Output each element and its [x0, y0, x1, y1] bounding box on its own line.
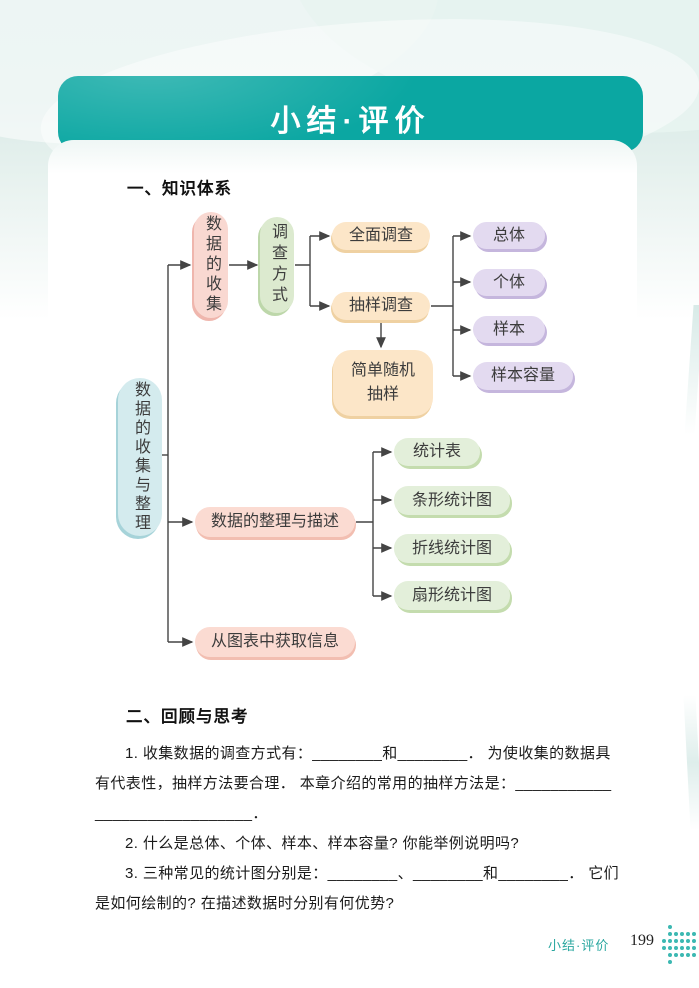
- node-population: 总体: [473, 222, 545, 249]
- node-census-survey: 全面调查: [332, 222, 430, 250]
- node-get-info-from-charts: 从图表中获取信息: [195, 627, 355, 657]
- node-data-collection-and-organization: 数据的收集与整理: [118, 378, 162, 536]
- question-1-line-1: 1. 收集数据的调查方式有：________和________． 为使收集的数据…: [125, 745, 611, 762]
- question-3-line-1: 3. 三种常见的统计图分别是：________、________和_______…: [125, 865, 620, 882]
- question-2: 2. 什么是总体、个体、样本、样本容量? 你能举例说明吗?: [125, 835, 520, 852]
- node-survey-method: 调查方式: [260, 217, 294, 313]
- footer-page-number: 199: [630, 932, 654, 949]
- section-heading-review: 二、回顾与思考: [126, 708, 249, 726]
- node-line-chart: 折线统计图: [394, 534, 510, 563]
- footer-section-label: 小结·评价: [548, 938, 610, 953]
- question-1-line-2: 有代表性，抽样方法要合理． 本章介绍的常用的抽样方法是：___________: [95, 775, 612, 792]
- node-pie-chart: 扇形统计图: [394, 581, 510, 610]
- node-individual: 个体: [473, 269, 545, 296]
- node-statistical-table: 统计表: [394, 438, 480, 466]
- node-simple-random-sampling: 简单随机抽样: [333, 350, 433, 416]
- card-top-shade: [48, 140, 637, 174]
- node-sample: 样本: [473, 316, 545, 343]
- node-sample-size: 样本容量: [473, 362, 573, 390]
- question-1-line-3: __________________．: [95, 805, 268, 822]
- chapter-banner: 小结·评价: [58, 76, 643, 152]
- dots-pattern-icon: [662, 925, 696, 964]
- node-data-collection: 数据的收集: [194, 212, 228, 318]
- node-bar-chart: 条形统计图: [394, 486, 510, 515]
- review-questions: 1. 收集数据的调查方式有：________和________． 为使收集的数据…: [95, 739, 623, 919]
- page-title: 小结·评价: [270, 105, 431, 138]
- question-3-line-2: 是如何绘制的? 在描述数据时分别有何优势?: [95, 895, 395, 912]
- section-heading-knowledge-system: 一、知识体系: [127, 180, 232, 198]
- node-data-organization-description: 数据的整理与描述: [195, 507, 355, 537]
- node-sampling-survey: 抽样调查: [332, 292, 430, 320]
